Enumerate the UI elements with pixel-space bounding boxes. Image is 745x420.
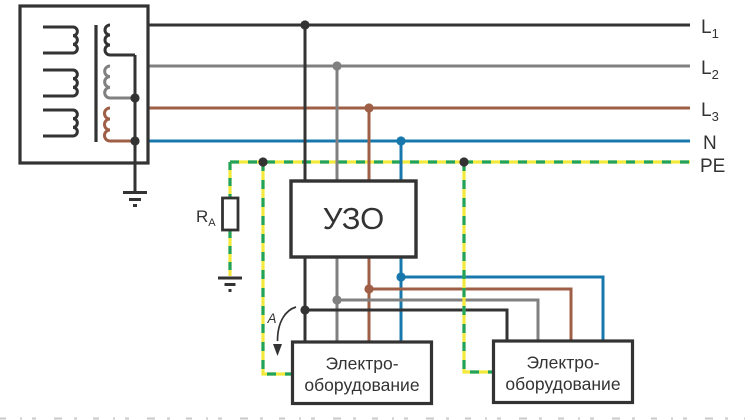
rcd-label: УЗО xyxy=(323,201,385,236)
pe-drop-2-green xyxy=(462,162,493,374)
secondary-coil-2 xyxy=(103,64,135,100)
equipment-2-box xyxy=(491,339,635,405)
label-l1: L1 xyxy=(701,17,719,41)
pe-drop-1-yellow xyxy=(261,162,292,376)
branch-n-to-equipment2 xyxy=(401,275,605,341)
equipment-box-1: Электро- оборудование xyxy=(290,340,434,406)
rcd-output-wires xyxy=(303,257,605,342)
pe-drops xyxy=(261,162,493,376)
junction-dot xyxy=(332,295,342,305)
resistor-symbol xyxy=(221,196,240,232)
arrowhead xyxy=(273,344,282,356)
earth-ground-icon xyxy=(123,191,147,207)
equipment-2-label-line2: оборудование xyxy=(505,374,620,394)
secondary-coil-3 xyxy=(103,106,135,143)
junction-dot xyxy=(364,103,374,113)
rcd-box xyxy=(289,179,418,259)
junction-dot xyxy=(258,157,268,167)
transformer-symbol xyxy=(18,4,150,207)
junction-dots xyxy=(130,20,469,315)
current-arrow-label: А xyxy=(266,311,276,326)
junction-dot xyxy=(396,272,406,282)
equipment-1-label-line2: оборудование xyxy=(304,375,419,395)
earth-ground-icon xyxy=(218,276,242,292)
secondary-coil-1 xyxy=(103,23,135,57)
junction-dot xyxy=(396,136,406,146)
branch-l1-to-equipment2 xyxy=(305,308,509,341)
junction-dot xyxy=(364,284,374,294)
junction-dot xyxy=(130,93,140,103)
line-labels: L1 L2 L3 N PE xyxy=(700,17,725,177)
junction-dot xyxy=(300,20,310,30)
equipment-1-box xyxy=(290,340,434,406)
junction-dot xyxy=(332,61,342,71)
primary-coil-1 xyxy=(43,25,79,55)
rcd-device: УЗО xyxy=(289,179,418,259)
label-l3: L3 xyxy=(701,100,719,124)
label-n: N xyxy=(703,133,717,154)
rcd-input-wires xyxy=(303,25,403,181)
primary-coil-3 xyxy=(43,108,79,138)
junction-dot xyxy=(300,305,310,315)
branch-l2-to-equipment2 xyxy=(337,298,540,341)
primary-coil-2 xyxy=(43,68,79,98)
equipment-box-2: Электро- оборудование xyxy=(491,339,635,405)
pe-drop-2-yellow xyxy=(462,162,493,374)
junction-dot xyxy=(459,157,469,167)
label-l2: L2 xyxy=(701,58,719,82)
equipment-1-label-line1: Электро- xyxy=(325,354,398,374)
fault-current-arrow-icon: А xyxy=(266,306,297,356)
label-pe: PE xyxy=(700,156,725,177)
branch-l3-to-equipment2 xyxy=(369,287,573,341)
transformer-box xyxy=(18,4,150,165)
pe-drop-1-green xyxy=(261,162,292,376)
equipment-2-label-line1: Электро- xyxy=(526,353,599,373)
resistor-label: RA xyxy=(196,207,216,229)
junction-dot xyxy=(130,136,140,146)
earthing-resistor-branch: RA xyxy=(196,162,242,292)
